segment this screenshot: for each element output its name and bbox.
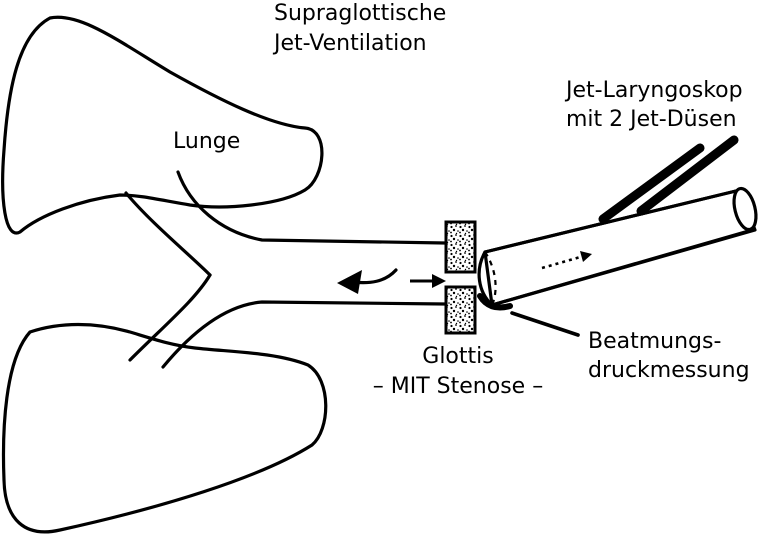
pressure-label-line2: druckmessung xyxy=(588,358,750,383)
bronchial-tree xyxy=(124,170,447,369)
laryngoscope-tube xyxy=(477,186,758,311)
title-line1: Supraglottische xyxy=(274,1,446,26)
jet-nozzle-1 xyxy=(598,143,705,224)
laryngoscope-label-line1: Jet-Laryngoskop xyxy=(564,78,743,103)
jet-nozzles xyxy=(598,135,739,224)
lower-lung xyxy=(1,322,328,534)
pressure-leader-line xyxy=(510,311,580,337)
pressure-label-line1: Beatmungs- xyxy=(588,329,721,354)
flow-arrows xyxy=(337,251,592,294)
glottis-lower-block xyxy=(444,285,477,335)
glottis-upper-block xyxy=(444,220,477,274)
title-line2: Jet-Ventilation xyxy=(272,31,427,56)
lung-label: Lunge xyxy=(173,129,240,154)
tube-end-ellipse xyxy=(732,186,758,232)
laryngoscope-label-line2: mit 2 Jet-Düsen xyxy=(566,107,737,132)
glottis-stenosis xyxy=(444,220,477,335)
jet-nozzle-2 xyxy=(636,135,739,216)
glottis-label-line1: Glottis xyxy=(422,344,493,369)
upper-lung xyxy=(1,15,324,235)
glottis-label-line2: – MIT Stenose – xyxy=(373,374,543,399)
